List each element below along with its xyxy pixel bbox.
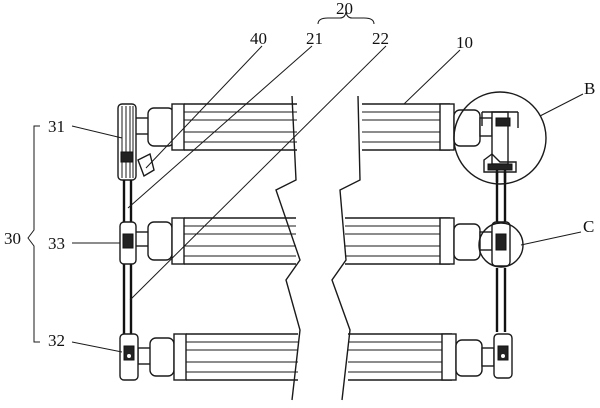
roller-top: [134, 103, 493, 151]
label-21: 21: [306, 29, 323, 48]
label-20: 20: [336, 0, 353, 18]
roller-middle: [134, 217, 493, 265]
label-31: 31: [48, 117, 65, 136]
roller-bottom: [137, 333, 495, 381]
right-chain-assembly: [491, 170, 513, 379]
break-lines: [275, 95, 361, 401]
label-40: 40: [250, 29, 267, 48]
label-10: 10: [456, 33, 473, 52]
label-32: 32: [48, 331, 65, 350]
label-22: 22: [372, 29, 389, 48]
label-c: C: [583, 217, 594, 236]
detail-circle-b: [453, 91, 547, 185]
leader-lines: [27, 11, 584, 353]
label-b: B: [584, 79, 595, 98]
label-30: 30: [4, 229, 21, 248]
label-33: 33: [48, 234, 65, 253]
